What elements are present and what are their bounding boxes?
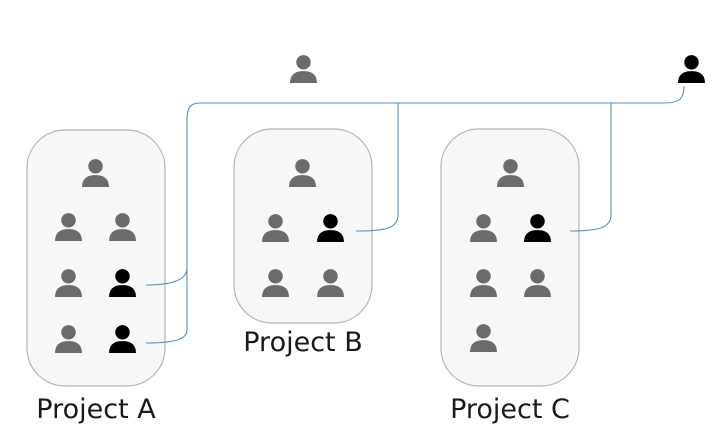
project-a-group: [26, 129, 166, 387]
project-a-label: Project A: [36, 394, 156, 425]
connector-project-b: [355, 103, 399, 232]
project-c-group: [440, 128, 580, 387]
project-b-group: [233, 128, 373, 324]
connectors: [145, 85, 685, 344]
person-icon: [290, 55, 317, 83]
person-icon: [678, 55, 705, 83]
project-c-box: [440, 128, 580, 387]
project-b-label: Project B: [243, 327, 362, 358]
connector-main-line: [145, 85, 685, 344]
unassigned-people: [290, 55, 705, 83]
project-c-label: Project C: [450, 394, 570, 425]
project-b-box: [233, 128, 373, 324]
connector-project-a-upper: [145, 267, 188, 286]
project-a-box: [26, 129, 166, 387]
connector-project-c: [569, 103, 612, 232]
